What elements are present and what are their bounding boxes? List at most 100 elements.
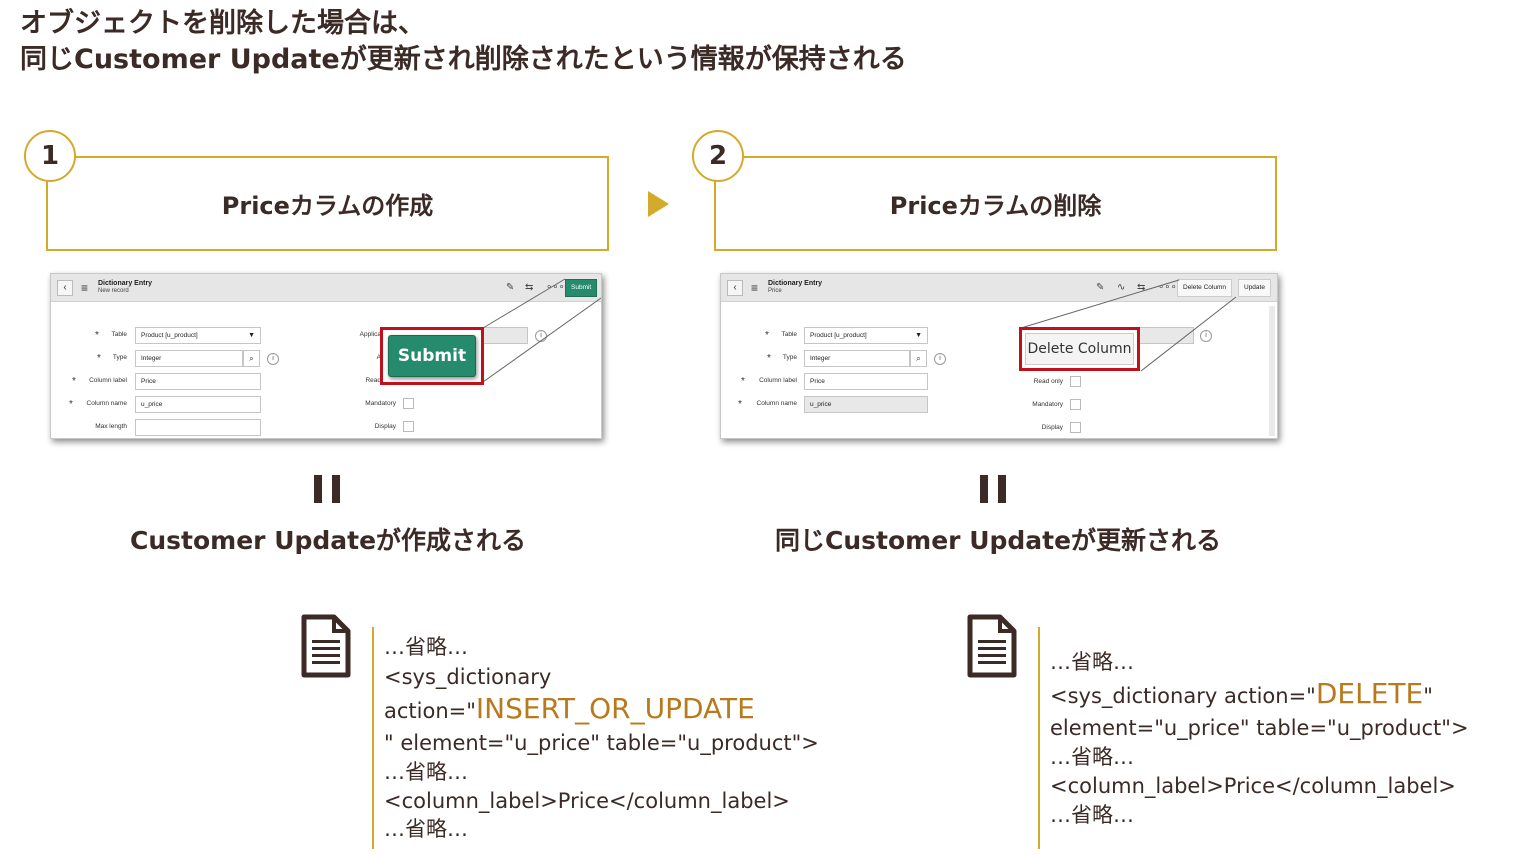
hamburger-icon[interactable]: ≡ bbox=[81, 281, 89, 295]
back-icon[interactable]: ‹ bbox=[727, 280, 743, 296]
table-field[interactable]: Product [u_product]▼ bbox=[135, 327, 261, 344]
active-label: A bbox=[376, 354, 381, 361]
action-highlight: INSERT_OR_UPDATE bbox=[475, 692, 755, 725]
form-subtitle: Price bbox=[768, 288, 782, 294]
xml-line: …省略… bbox=[1050, 745, 1134, 769]
column-name-field: u_price bbox=[804, 396, 928, 413]
info-icon[interactable]: i bbox=[535, 330, 547, 342]
required-icon: * bbox=[95, 330, 99, 341]
column-label-field[interactable]: Price bbox=[135, 373, 261, 390]
column-label-field[interactable]: Price bbox=[804, 373, 928, 390]
xml-line: …省略… bbox=[1050, 803, 1134, 827]
application-label: Applica bbox=[359, 331, 381, 338]
display-checkbox[interactable] bbox=[1070, 422, 1081, 433]
type-field[interactable]: Integer bbox=[804, 350, 910, 367]
chevron-down-icon: ▼ bbox=[915, 332, 922, 339]
info-icon[interactable]: i bbox=[1200, 330, 1212, 342]
type-label: Type bbox=[112, 354, 127, 361]
xml-line: " element="u_price" table="u_product"> bbox=[384, 731, 819, 755]
slide-title-line-1: オブジェクトを削除した場合は、 bbox=[20, 8, 425, 39]
update-button[interactable]: Update bbox=[1238, 279, 1271, 297]
paperclip-icon[interactable]: ✎ bbox=[506, 282, 515, 293]
submit-zoom-callout: Submit bbox=[380, 327, 484, 385]
form-subtitle: New record bbox=[98, 288, 129, 294]
read-only-label: Read bbox=[365, 377, 381, 384]
equals-icon bbox=[980, 475, 1006, 503]
slide-title-line-2: 同じCustomer Updateが更新され削除されたという情報が保持される bbox=[20, 44, 907, 75]
read-only-label: Read only bbox=[1033, 378, 1063, 385]
required-icon: * bbox=[738, 399, 742, 410]
settings-sliders-icon[interactable]: ⇆ bbox=[1137, 282, 1146, 293]
display-label: Display bbox=[1041, 424, 1063, 431]
code-divider bbox=[372, 627, 374, 849]
form-header bbox=[51, 274, 601, 302]
back-icon[interactable]: ‹ bbox=[57, 280, 73, 296]
xml-line: …省略… bbox=[384, 635, 468, 659]
hamburger-icon[interactable]: ≡ bbox=[751, 281, 759, 295]
step1-number: 1 bbox=[40, 141, 60, 171]
chevron-down-icon: ▼ bbox=[248, 332, 255, 339]
xml-line: …省略… bbox=[384, 760, 468, 784]
step1-xml-snippet: …省略… <sys_dictionary action="INSERT_OR_U… bbox=[384, 632, 819, 842]
xml-line: <sys_dictionary bbox=[384, 665, 552, 689]
search-icon[interactable]: ⌕ bbox=[910, 350, 927, 367]
code-divider bbox=[1038, 627, 1040, 849]
paperclip-icon[interactable]: ✎ bbox=[1096, 282, 1105, 293]
step1-label: Priceカラムの作成 bbox=[221, 192, 434, 220]
required-icon: * bbox=[69, 399, 73, 410]
delete-column-button-zoomed[interactable]: Delete Column bbox=[1025, 333, 1134, 365]
step2-box: Priceカラムの削除 bbox=[714, 156, 1277, 251]
info-icon[interactable]: i bbox=[267, 353, 279, 365]
mandatory-checkbox[interactable] bbox=[403, 398, 414, 409]
required-icon: * bbox=[741, 376, 745, 387]
display-checkbox[interactable] bbox=[403, 421, 414, 432]
step1-number-badge: 1 bbox=[24, 130, 76, 182]
column-label-label: Column label bbox=[759, 377, 797, 384]
type-field[interactable]: Integer bbox=[135, 350, 243, 367]
submit-button[interactable]: Submit bbox=[565, 279, 598, 297]
form-title: Dictionary Entry bbox=[768, 280, 823, 287]
step1-box: Priceカラムの作成 bbox=[46, 156, 609, 251]
column-name-field[interactable]: u_price bbox=[135, 396, 261, 413]
type-label: Type bbox=[782, 354, 797, 361]
search-icon[interactable]: ⌕ bbox=[243, 350, 260, 367]
mandatory-label: Mandatory bbox=[1032, 401, 1063, 408]
slide-title: オブジェクトを削除した場合は、 同じCustomer Updateが更新され削除… bbox=[20, 6, 907, 78]
document-icon bbox=[967, 614, 1017, 678]
more-options-icon[interactable]: ∘∘∘ bbox=[1158, 282, 1177, 293]
settings-sliders-icon[interactable]: ⇆ bbox=[525, 282, 534, 293]
xml-line: <column_label>Price</column_label> bbox=[1050, 774, 1456, 798]
table-field[interactable]: Product [u_product]▼ bbox=[804, 327, 928, 344]
required-icon: * bbox=[767, 353, 771, 364]
delete-column-button[interactable]: Delete Column bbox=[1177, 279, 1232, 297]
step2-number: 2 bbox=[708, 141, 728, 171]
xml-line: action="INSERT_OR_UPDATE bbox=[384, 692, 755, 725]
step1-result: Customer Updateが作成される bbox=[130, 526, 527, 555]
display-label: Display bbox=[374, 423, 396, 430]
read-only-checkbox[interactable] bbox=[1070, 376, 1081, 387]
required-icon: * bbox=[97, 353, 101, 364]
scrollbar[interactable] bbox=[1269, 306, 1275, 436]
step1-screenshot: ‹ ≡ Dictionary Entry New record ✎ ⇆ ∘∘∘ … bbox=[50, 273, 602, 439]
xml-line: element="u_price" table="u_product"> bbox=[1050, 716, 1469, 740]
form-title: Dictionary Entry bbox=[98, 280, 153, 287]
xml-line: …省略… bbox=[1050, 650, 1134, 674]
required-icon: * bbox=[765, 330, 769, 341]
document-icon bbox=[301, 614, 351, 678]
step2-xml-snippet: …省略… <sys_dictionary action="DELETE" ele… bbox=[1050, 647, 1469, 829]
submit-button-zoomed[interactable]: Submit bbox=[388, 335, 476, 377]
more-options-icon[interactable]: ∘∘∘ bbox=[546, 282, 565, 293]
step2-screenshot: ‹ ≡ Dictionary Entry Price ✎ ∿ ⇆ ∘∘∘ Del… bbox=[720, 273, 1278, 439]
next-arrow-icon bbox=[648, 191, 669, 217]
max-length-field[interactable] bbox=[135, 419, 261, 436]
step2-result: 同じCustomer Updateが更新される bbox=[775, 526, 1222, 555]
activity-icon[interactable]: ∿ bbox=[1117, 282, 1126, 293]
mandatory-checkbox[interactable] bbox=[1070, 399, 1081, 410]
xml-line: <sys_dictionary action="DELETE" bbox=[1050, 677, 1433, 710]
xml-line: <column_label>Price</column_label> bbox=[384, 789, 790, 813]
info-icon[interactable]: i bbox=[934, 353, 946, 365]
xml-line: …省略… bbox=[384, 817, 468, 841]
equals-icon bbox=[314, 475, 340, 503]
max-length-label: Max length bbox=[95, 423, 127, 430]
table-label: Table bbox=[781, 331, 797, 338]
